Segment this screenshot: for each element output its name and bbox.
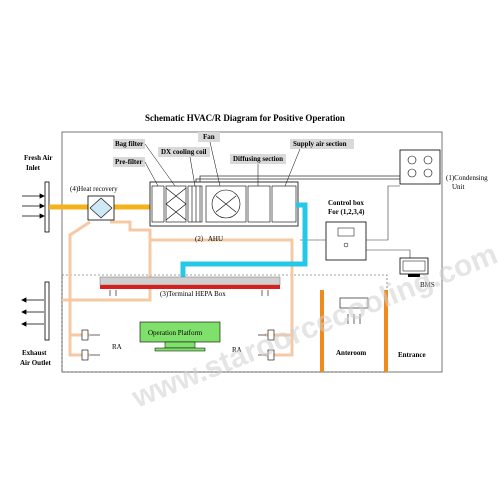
dx-cooling-coil-label: DX cooling coil: [161, 148, 207, 156]
heat-recovery-unit: [87, 195, 115, 221]
fresh-air-inlet-label: Inlet: [26, 164, 41, 172]
bag-filter-leader: [144, 143, 176, 187]
operation-platform: [139, 321, 221, 352]
ra-right-label: RA: [232, 346, 242, 354]
supply-air-leader: [284, 148, 301, 187]
diagram-title: Schematic HVAC/R Diagram for Positive Op…: [145, 113, 345, 123]
pre-filter-leader: [144, 161, 159, 187]
ahu-unit: [149, 181, 299, 227]
control-box-label: Control box: [328, 199, 364, 207]
fan: [205, 185, 247, 223]
supply-air-label-bg: [290, 139, 354, 149]
hepa-box-label: (3)Terminal HEPA Box: [160, 290, 226, 298]
entrance-label: Entrance: [398, 351, 426, 359]
exhaust-label: Exhaust: [22, 349, 47, 357]
heat-recovery-label: (4)Heat recovery: [70, 185, 118, 193]
anteroom-walls: [320, 290, 388, 372]
fan-label: Fan: [203, 133, 215, 141]
condensing-unit-label-2: Unit: [452, 183, 465, 191]
bag-filter-label-bg: [113, 139, 145, 149]
bag-filter-label: Bag filter: [115, 140, 143, 148]
anteroom-label: Anteroom: [336, 349, 366, 357]
return-air-duct: [62, 220, 294, 357]
fresh-air-arrows: [22, 193, 45, 219]
dx-coil-label-bg: [158, 147, 210, 157]
condensing-unit: [399, 149, 441, 185]
control-box-label-2: For (1,2,3,4): [328, 208, 365, 216]
diffusing-section: [247, 185, 271, 223]
diffusing-label-bg: [230, 154, 286, 164]
supply-air-duct: [180, 202, 308, 282]
anteroom-pass-box: [339, 297, 369, 324]
control-box: [325, 221, 367, 261]
fresh-air-louver: [44, 181, 50, 233]
ra-left-label: RA: [112, 343, 122, 351]
hepa-box-filter: [100, 285, 280, 289]
refrigerant-lines: [195, 175, 400, 182]
bag-filter: [165, 185, 187, 223]
diffusing-section-label: Diffusing section: [233, 155, 283, 163]
bms-label: BMS: [420, 281, 435, 289]
hepa-arrows: [109, 290, 269, 296]
pre-filter: [151, 185, 165, 223]
condensing-unit-label: (1)Condensing: [446, 174, 488, 182]
bms-monitor: [399, 257, 429, 277]
pre-filter-label-bg: [113, 157, 145, 167]
hepa-box-housing: [99, 276, 281, 286]
exhaust-arrows: [21, 297, 44, 327]
ra-grille-left: [81, 329, 100, 361]
operation-platform-label: Operation Platform: [148, 329, 203, 337]
dx-coil-leader: [189, 156, 196, 187]
ahu-label: (2）AHU: [195, 235, 223, 243]
fresh-air-label: Fresh Air: [24, 154, 52, 162]
fan-label-bg: [198, 132, 220, 142]
exhaust-outlet-label: Air Outlet: [20, 359, 51, 367]
supply-air-section-label: Supply air section: [293, 140, 347, 148]
ra-grille-right: [258, 329, 275, 361]
exhaust-louver: [44, 281, 50, 341]
pre-filter-label: Pre-filter: [115, 158, 142, 166]
supply-air-section: [271, 185, 297, 223]
